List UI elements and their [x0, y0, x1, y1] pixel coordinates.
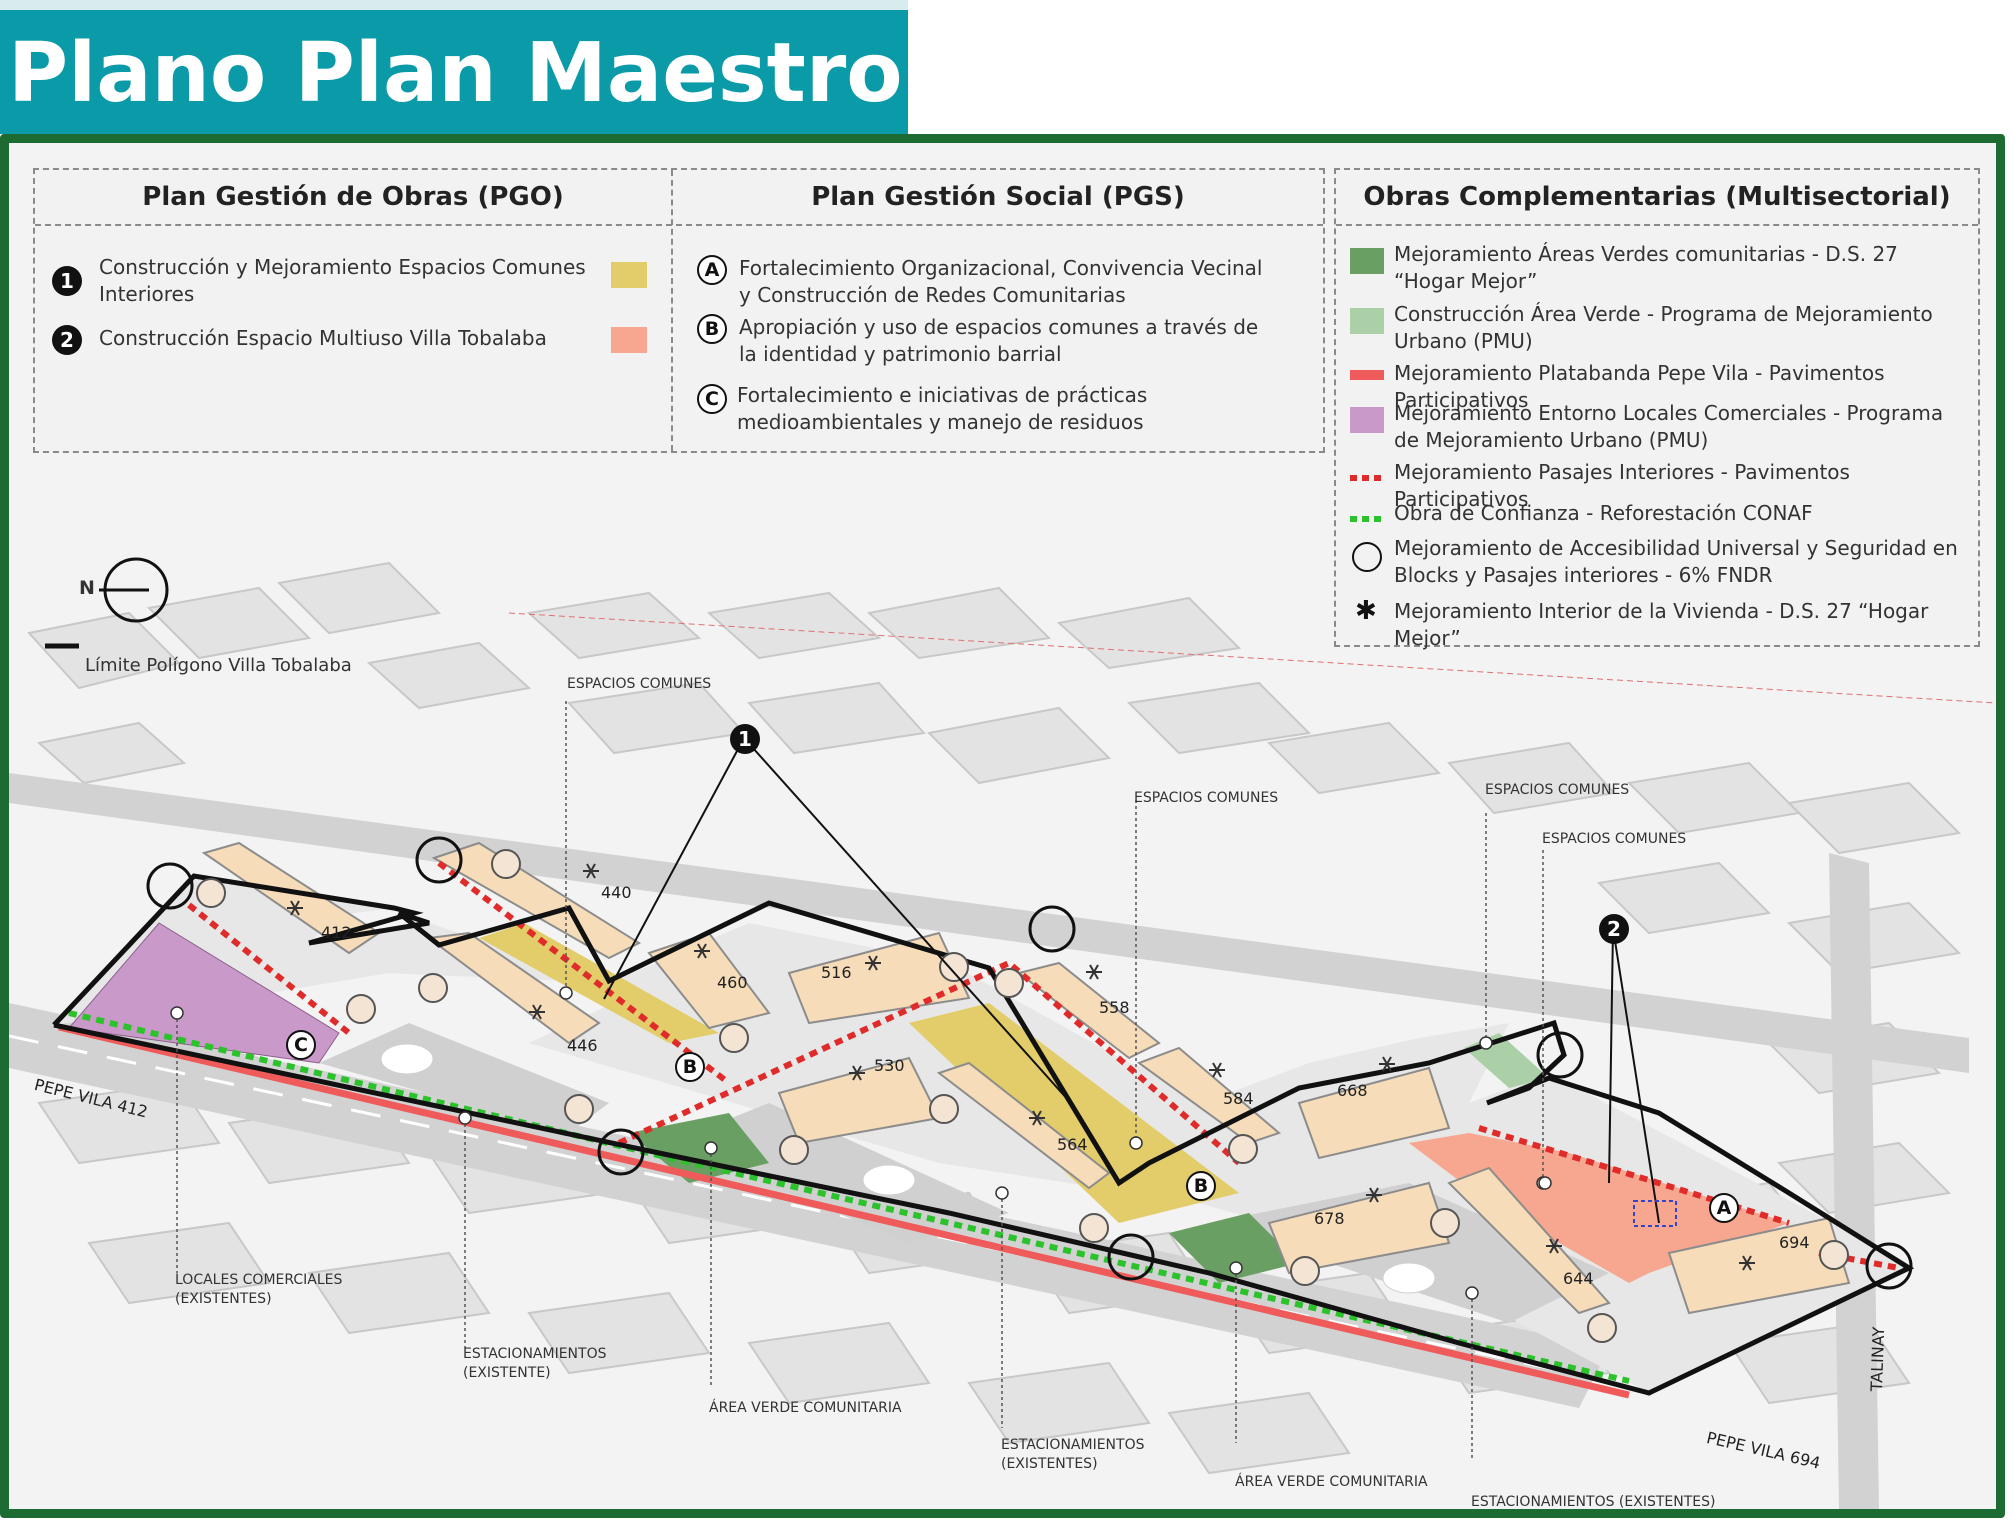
pgo-heading: Plan Gestión de Obras (PGO) — [142, 182, 564, 212]
oc-swatch-green-dark — [1350, 248, 1384, 274]
label-estac-2b: (EXISTENTES) — [1001, 1456, 1098, 1472]
block-564: 564 — [1057, 1135, 1088, 1154]
pgs-item-c: Fortalecimiento e iniciativas de práctic… — [737, 383, 1148, 434]
block-440: 440 — [601, 883, 632, 902]
pgs-heading: Plan Gestión Social (PGS) — [811, 182, 1185, 212]
oc-swatch-red-bar — [1350, 370, 1384, 380]
oc-item-4: Mejoramiento Entorno Locales Comerciales… — [1394, 401, 1944, 452]
label-area-verde-2: ÁREA VERDE COMUNITARIA — [1235, 1474, 1428, 1490]
block-694: 694 — [1779, 1233, 1810, 1252]
oc-swatch-red-dotted — [1350, 475, 1384, 481]
pgo-badge-1: 1 — [52, 266, 82, 296]
oc-item-3: Mejoramiento Platabanda Pepe Vila - Pavi… — [1394, 361, 1885, 412]
block-678: 678 — [1314, 1209, 1345, 1228]
block-516: 516 — [821, 963, 852, 982]
oc-heading: Obras Complementarias (Multisectorial) — [1363, 182, 1951, 212]
housing-blocks — [201, 841, 1851, 1315]
marker-b-2: B — [1186, 1171, 1216, 1201]
marker-c: C — [286, 1030, 316, 1060]
label-estac-1b: (EXISTENTE) — [463, 1365, 551, 1381]
marker-a: A — [1709, 1193, 1739, 1223]
oc-item-2: Construcción Área Verde - Programa de Me… — [1394, 302, 1933, 353]
green-zones — [629, 1033, 1549, 1283]
block-558: 558 — [1099, 998, 1130, 1017]
oc-item-1: Mejoramiento Áreas Verdes comunitarias -… — [1394, 242, 1898, 293]
limit-label: Límite Polígono Villa Tobalaba — [85, 655, 352, 676]
pgo-item-1: Construcción y Mejoramiento Espacios Com… — [99, 255, 586, 306]
oc-item-5: Mejoramiento Pasajes Interiores - Pavime… — [1394, 460, 1850, 511]
oc-item-6: Obra de Confianza - Reforestación CONAF — [1394, 501, 1813, 525]
block-412: 412 — [321, 923, 352, 942]
pgo-swatch-yellow — [611, 262, 647, 288]
label-espacios-comunes-1: ESPACIOS COMUNES — [567, 676, 712, 692]
pgo-item-2: Construcción Espacio Multiuso Villa Toba… — [99, 326, 547, 350]
legend-obras-complementarias: Obras Complementarias (Multisectorial) M… — [1334, 168, 1980, 650]
north-label: N — [79, 577, 95, 599]
polygon-limit — [52, 873, 1915, 1396]
oc-item-7: Mejoramiento de Accesibilidad Universal … — [1394, 536, 1958, 587]
label-espacios-comunes-2: ESPACIOS COMUNES — [1134, 790, 1279, 806]
street-talinay: TALINAY — [1867, 1326, 1889, 1392]
block-644: 644 — [1563, 1269, 1594, 1288]
title-bar: Plano Plan Maestro: — [0, 0, 935, 134]
marker-2: 2 — [1599, 914, 1629, 944]
block-530: 530 — [874, 1056, 905, 1075]
oc-swatch-purple — [1350, 407, 1384, 433]
block-668: 668 — [1337, 1081, 1368, 1100]
oc-item-8: Mejoramiento Interior de la Vivienda - D… — [1394, 599, 1929, 650]
label-espacios-comunes-3: ESPACIOS COMUNES — [1485, 782, 1630, 798]
map-frame: Plan Gestión de Obras (PGO) Plan Gestión… — [0, 134, 2005, 1518]
oc-circle-icon — [1352, 542, 1382, 572]
block-460: 460 — [717, 973, 748, 992]
north-arrow — [99, 557, 169, 623]
label-locales-2: (EXISTENTES) — [175, 1291, 272, 1307]
marker-b-1: B — [675, 1052, 705, 1082]
label-area-verde-1: ÁREA VERDE COMUNITARIA — [709, 1400, 902, 1416]
page-title: Plano Plan Maestro: — [8, 26, 936, 121]
pgs-badge-c: C — [697, 384, 727, 414]
label-espacios-comunes-4: ESPACIOS COMUNES — [1542, 831, 1687, 847]
pgs-item-a: Fortalecimiento Organizacional, Conviven… — [739, 256, 1263, 307]
label-estac-2a: ESTACIONAMIENTOS — [1001, 1437, 1145, 1453]
label-estac-3: ESTACIONAMIENTOS (EXISTENTES) — [1471, 1494, 1716, 1510]
marker-1: 1 — [730, 724, 760, 754]
pgo-swatch-salmon — [611, 327, 647, 353]
pgo-badge-2: 2 — [52, 325, 82, 355]
title-stripe — [0, 0, 908, 10]
salmon-zone — [1409, 1133, 1789, 1283]
pgs-item-b: Apropiación y uso de espacios comunes a … — [739, 315, 1259, 366]
legend-pgo-pgs: Plan Gestión de Obras (PGO) Plan Gestión… — [33, 168, 1325, 453]
oc-swatch-green-light — [1350, 308, 1384, 334]
label-locales-1: LOCALES COMERCIALES — [175, 1272, 343, 1288]
block-584: 584 — [1223, 1089, 1254, 1108]
label-estac-1a: ESTACIONAMIENTOS — [463, 1346, 607, 1362]
oc-asterisk-icon: ✱ — [1355, 596, 1377, 626]
block-446: 446 — [567, 1036, 598, 1055]
oc-swatch-green-dotted — [1350, 516, 1384, 522]
pgs-badge-a: A — [697, 255, 727, 285]
pgs-badge-b: B — [697, 314, 727, 344]
